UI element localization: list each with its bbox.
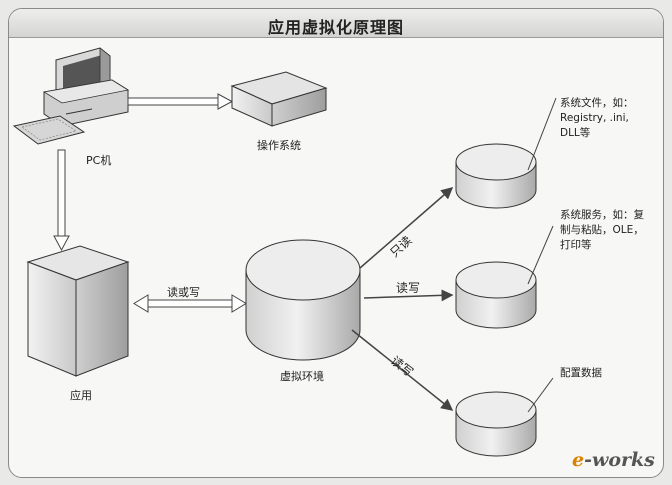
pc-icon bbox=[12, 47, 130, 145]
readwrite-arrow bbox=[363, 289, 454, 302]
title-bar: 应用虚拟化原理图 bbox=[9, 9, 663, 38]
app-venv-double-arrow bbox=[133, 294, 247, 313]
sysfiles-note: 系统文件，如： Registry, .ini, DLL等 bbox=[560, 96, 670, 141]
config-data-cylinder bbox=[455, 391, 537, 457]
sysservices-leader bbox=[527, 225, 554, 285]
readwrite-edge-label: 读写 bbox=[396, 281, 421, 295]
eworks-logo: e-works bbox=[572, 449, 655, 471]
readwrite-arrow-2 bbox=[351, 329, 454, 411]
sysservices-note: 系统服务，如：复 制与粘贴，OLE， 打印等 bbox=[560, 208, 670, 253]
system-services-cylinder bbox=[455, 261, 537, 329]
sysfiles-leader bbox=[527, 97, 557, 171]
app-venv-edge-label: 读或写 bbox=[167, 286, 200, 299]
system-files-cylinder bbox=[455, 143, 537, 209]
config-note: 配置数据 bbox=[560, 366, 670, 381]
os-icon bbox=[230, 71, 328, 127]
sysservices-line-2: 制与粘贴，OLE， bbox=[560, 224, 644, 236]
app-server-icon bbox=[26, 245, 130, 377]
config-leader bbox=[527, 377, 554, 413]
pc-label: PC机 bbox=[86, 154, 112, 167]
sysfiles-line-2: Registry, .ini, bbox=[560, 112, 629, 124]
sysfiles-line-1: 系统文件，如： bbox=[560, 97, 634, 109]
diagram-title: 应用虚拟化原理图 bbox=[267, 18, 404, 37]
sysservices-line-1: 系统服务，如：复 bbox=[560, 209, 644, 221]
config-line: 配置数据 bbox=[560, 367, 602, 379]
app-label: 应用 bbox=[70, 389, 92, 402]
readonly-arrow bbox=[359, 187, 454, 269]
sysfiles-line-3: DLL等 bbox=[560, 127, 591, 139]
os-label: 操作系统 bbox=[257, 139, 301, 152]
venv-label: 虚拟环境 bbox=[280, 370, 324, 383]
pc-to-os-arrow bbox=[127, 93, 234, 110]
sysservices-line-3: 打印等 bbox=[560, 239, 592, 251]
virtual-env-cylinder bbox=[245, 239, 361, 361]
pc-to-app-arrow bbox=[53, 149, 70, 252]
